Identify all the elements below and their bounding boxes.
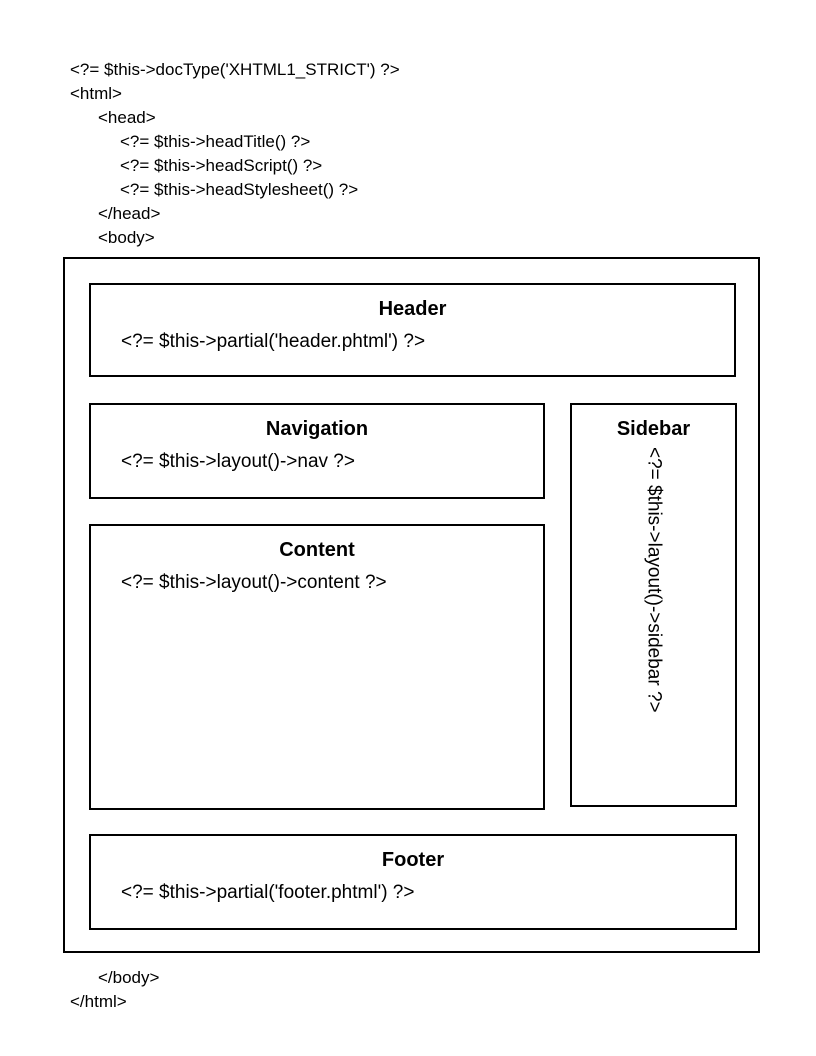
top-code-block: <?= $this->docType('XHTML1_STRICT') ?> <… — [70, 58, 400, 250]
code-line-html-close: </html> — [70, 992, 127, 1011]
header-box: Header <?= $this->partial('header.phtml'… — [89, 283, 736, 377]
footer-box-title: Footer — [381, 849, 445, 871]
code-line-head-title: <?= $this->headTitle() ?> — [120, 132, 311, 151]
footer-box-code: <?= $this->partial('footer.phtml') ?> — [121, 882, 415, 903]
code-line-head-open: <head> — [98, 108, 156, 127]
sidebar-box: Sidebar <?= $this->layout()->sidebar ?> — [570, 403, 737, 807]
content-box-code: <?= $this->layout()->content ?> — [121, 572, 387, 593]
code-line-html-open: <html> — [70, 84, 122, 103]
code-line-head-script: <?= $this->headScript() ?> — [120, 156, 323, 175]
code-line-body-close: </body> — [98, 968, 160, 987]
body-layout-box: Header <?= $this->partial('header.phtml'… — [63, 257, 760, 953]
footer-box: Footer <?= $this->partial('footer.phtml'… — [89, 834, 737, 930]
code-line-head-stylesheet: <?= $this->headStylesheet() ?> — [120, 180, 359, 199]
code-line-head-close: </head> — [98, 204, 161, 223]
navigation-box-title: Navigation — [265, 418, 369, 440]
header-box-code: <?= $this->partial('header.phtml') ?> — [121, 331, 426, 352]
header-box-title: Header — [378, 298, 447, 320]
code-line-body-open: <body> — [98, 228, 155, 247]
code-line-doctype: <?= $this->docType('XHTML1_STRICT') ?> — [70, 60, 400, 79]
content-box-title: Content — [279, 539, 355, 561]
content-box: Content <?= $this->layout()->content ?> — [89, 524, 545, 810]
sidebar-box-title: Sidebar — [616, 418, 691, 440]
navigation-box: Navigation <?= $this->layout()->nav ?> — [89, 403, 545, 499]
navigation-box-code: <?= $this->layout()->nav ?> — [121, 451, 355, 472]
sidebar-box-code-rotated: <?= $this->layout()->sidebar ?> — [643, 447, 665, 713]
bottom-code-block: </body> </html> — [70, 966, 159, 1014]
